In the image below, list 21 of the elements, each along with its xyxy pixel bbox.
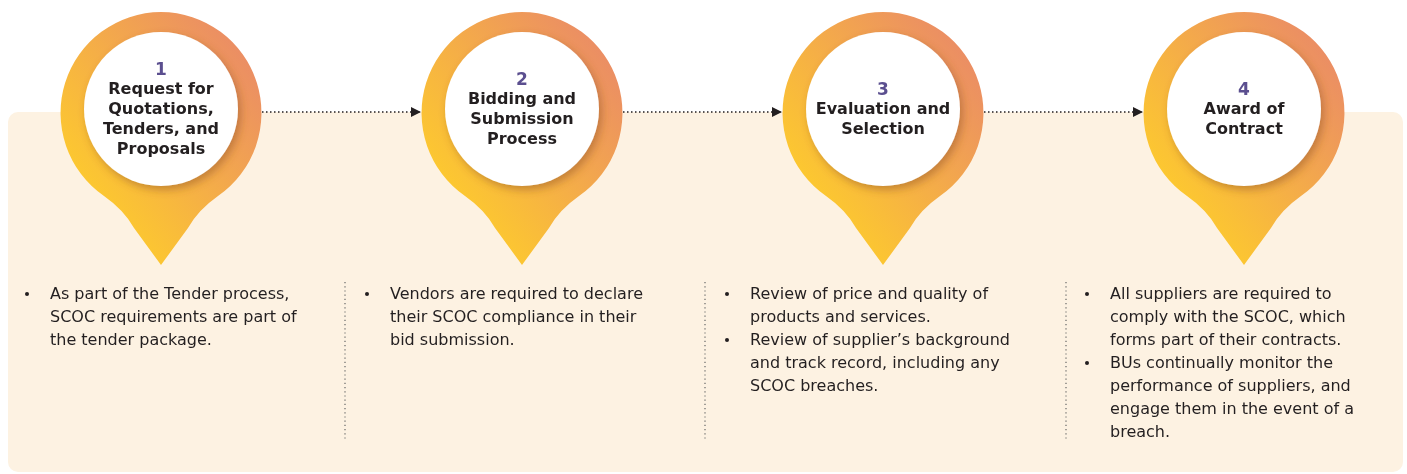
bullet-text: As part of the Tender process, SCOC requirements are part of the tender package.: [25, 282, 325, 351]
arrow: [622, 107, 783, 117]
step-title: Request for Quotations, Tenders, and Proposals: [101, 79, 220, 159]
location-pin: [58, 10, 264, 266]
location-pin: [780, 10, 986, 266]
bullet-text: Review of supplier’s background and track record, including any SCOC breaches.: [725, 328, 1025, 397]
step-title: Award of Contract: [1202, 99, 1286, 139]
bullet-text: BUs continually monitor the performance of suppliers, and engage them in the event of a breach.: [1085, 351, 1385, 443]
location-pin: [419, 10, 625, 266]
bullet-text: All suppliers are required to comply with the SCOC, which forms part of their contracts.: [1085, 282, 1385, 351]
step-title: Evaluation and Selection: [815, 99, 951, 139]
step-title: Bidding and Submission Process: [466, 89, 578, 149]
location-pin: [1141, 10, 1347, 266]
step-number: 4: [1238, 79, 1250, 99]
step-number: 1: [155, 59, 167, 79]
bullet-text: Review of price and quality of products and services.: [725, 282, 1025, 328]
step-number: 3: [877, 79, 889, 99]
arrow: [983, 107, 1144, 117]
arrow: [261, 107, 422, 117]
step-number: 2: [516, 69, 528, 89]
bullet-text: Vendors are required to declare their SCOC compliance in their bid submission.: [365, 282, 665, 351]
